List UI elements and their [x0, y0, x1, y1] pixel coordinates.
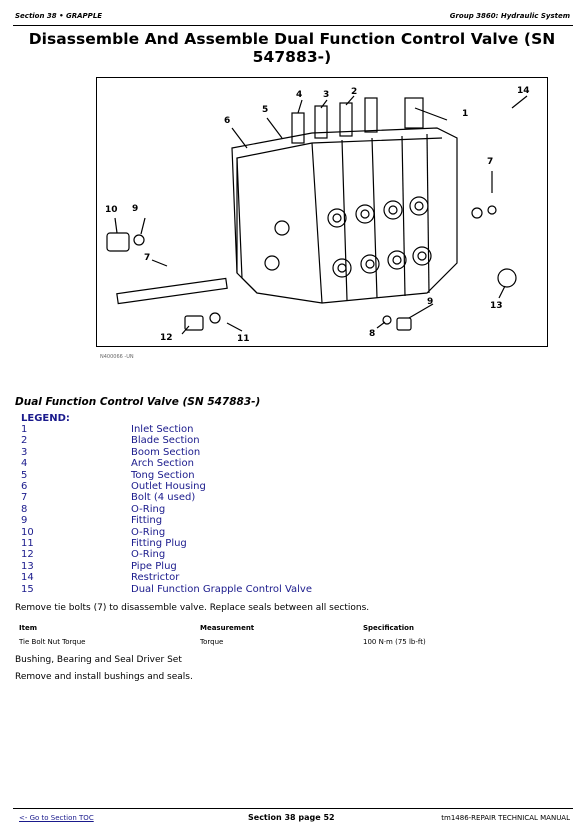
legend-number: 7	[21, 492, 28, 504]
figure-subtitle: Dual Function Control Valve (SN 547883-)	[15, 396, 261, 408]
callout-4: 4	[296, 90, 302, 100]
callout-1: 1	[462, 109, 468, 119]
table-header-measurement: Measurement	[200, 624, 255, 632]
page-number: Section 38 page 52	[248, 813, 335, 822]
legend-label: Tong Section	[131, 469, 195, 481]
callout-12: 11	[237, 334, 250, 344]
legend-label: Arch Section	[131, 458, 194, 470]
callout-5: 5	[262, 105, 268, 115]
legend-number: 2	[21, 435, 28, 447]
legend-number: 5	[21, 469, 28, 481]
manual-name: tm1486-REPAIR TECHNICAL MANUAL	[441, 814, 570, 822]
table-header-item: Item	[19, 624, 37, 632]
legend-heading: LEGEND:	[21, 413, 70, 424]
header-divider	[13, 25, 573, 26]
callout-2: 2	[351, 87, 357, 97]
legend-number: 10	[21, 526, 34, 538]
legend-number: 4	[21, 458, 28, 470]
section-toc-link[interactable]: <- Go to Section TOC	[19, 814, 94, 822]
legend-label: O-Ring	[131, 503, 166, 515]
tool-name: Bushing, Bearing and Seal Driver Set	[15, 655, 182, 665]
valve-exploded-diagram: 6 5 4 3 2 1 14 7 7 10 9 12 11 8 9 13	[96, 77, 548, 347]
legend-label: Boom Section	[131, 446, 201, 458]
callout-13: 12	[160, 333, 173, 343]
footer-divider	[13, 808, 573, 809]
callout-6: 6	[224, 116, 230, 126]
legend-number: 1	[21, 424, 28, 435]
callout-10: 9	[132, 204, 138, 214]
legend-label: Dual Function Grapple Control Valve	[131, 583, 312, 595]
page-title: Disassemble And Assemble Dual Function C…	[28, 30, 556, 66]
table-cell-specification: 100 N·m (75 lb-ft)	[363, 638, 426, 646]
header-group: Group 3860: Hydraulic System	[449, 12, 570, 20]
table-cell-measurement: Torque	[200, 638, 224, 646]
callout-14: 13	[490, 301, 503, 311]
legend-number: 12	[21, 549, 34, 561]
header-section: Section 38 • GRAPPLE	[15, 12, 103, 20]
legend-label: Fitting	[131, 515, 163, 527]
legend-label: O-Ring	[131, 549, 166, 561]
table-cell-item: Tie Bolt Nut Torque	[19, 638, 86, 646]
instruction-bushings: Remove and install bushings and seals.	[15, 672, 193, 682]
callout-9: 9	[427, 297, 433, 307]
legend-label: Bolt (4 used)	[131, 492, 196, 504]
instruction-tie-bolts: Remove tie bolts (7) to disassemble valv…	[15, 603, 370, 613]
callout-11: 10	[105, 205, 118, 215]
legend-label: Inlet Section	[131, 424, 194, 435]
figure-code: N400066 -UN	[100, 354, 134, 360]
legend-label: O-Ring	[131, 526, 166, 538]
legend-label: Outlet Housing	[131, 481, 206, 492]
legend-number: 14	[21, 572, 34, 584]
legend-number: 13	[21, 560, 34, 572]
legend-number: 3	[21, 446, 28, 458]
table-header-specification: Specification	[363, 624, 414, 632]
diagram-drawing: 6 5 4 3 2 1 14 7 7 10 9 12 11 8 9 13	[105, 86, 530, 344]
legend-label: Fitting Plug	[131, 538, 187, 549]
page-header: Section 38 • GRAPPLE Group 3860: Hydraul…	[15, 12, 570, 24]
legend-label: Restrictor	[131, 572, 180, 584]
callout-8: 8	[369, 329, 375, 339]
callout-7-left: 7	[144, 253, 150, 263]
legend-number: 9	[21, 515, 28, 527]
callout-7-right: 7	[487, 157, 493, 167]
legend-number: 6	[21, 481, 28, 492]
legend-label: Blade Section	[131, 435, 200, 447]
legend-number: 15	[21, 583, 34, 595]
legend-number: 11	[21, 538, 34, 549]
legend-label: Pipe Plug	[131, 560, 177, 572]
legend-number: 8	[21, 503, 28, 515]
callout-15: 14	[517, 86, 530, 96]
callout-3: 3	[323, 90, 329, 100]
